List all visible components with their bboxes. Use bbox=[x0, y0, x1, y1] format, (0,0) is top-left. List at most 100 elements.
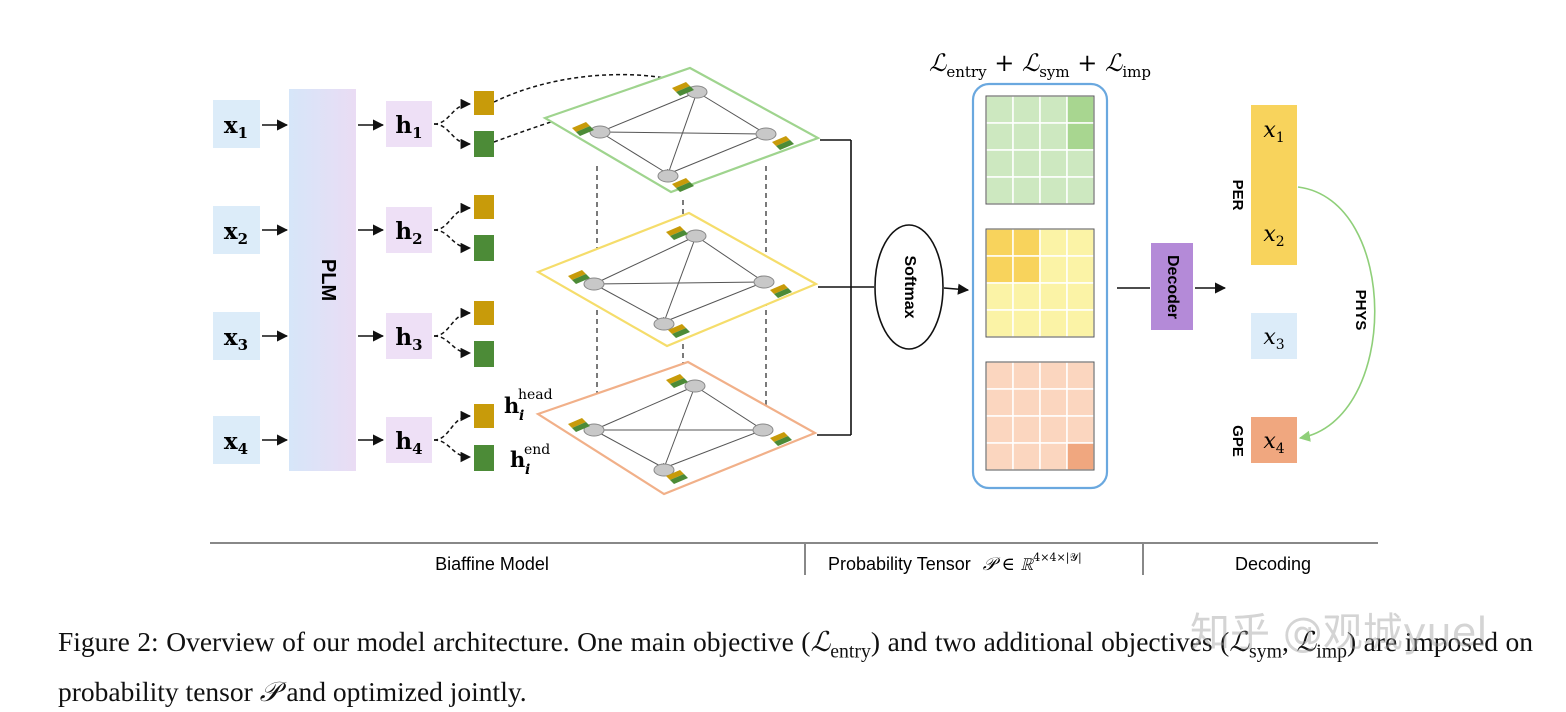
tensor-cell bbox=[1039, 255, 1068, 284]
section-biaffine: Biaffine Model bbox=[435, 554, 549, 574]
tensor-cell bbox=[1039, 442, 1068, 471]
tensor-cell bbox=[1039, 122, 1068, 151]
end-block bbox=[474, 235, 494, 261]
tensor-slice-orange bbox=[985, 361, 1095, 471]
tensor-slice-outline bbox=[985, 228, 1095, 338]
tensor-cell bbox=[1066, 255, 1095, 284]
input-token-x4: x4 bbox=[213, 416, 260, 464]
tensor-cell bbox=[1066, 149, 1095, 178]
svg-text:x3: x3 bbox=[224, 324, 248, 354]
decoder-label: Decoder bbox=[1164, 255, 1181, 319]
head-block bbox=[474, 301, 494, 325]
tensor-slice-outline bbox=[985, 361, 1095, 471]
input-token-x2: x2 bbox=[213, 206, 260, 254]
phys-label: PHYS bbox=[1352, 290, 1369, 331]
end-label: h end i bbox=[510, 442, 550, 478]
tensor-cell bbox=[1066, 228, 1095, 257]
tensor-cell bbox=[1012, 442, 1041, 471]
head-block bbox=[474, 404, 494, 428]
tensor-cell bbox=[1066, 122, 1095, 151]
decoded-entity-gpe: x4 GPE bbox=[1229, 417, 1297, 463]
tensor-cell bbox=[1066, 361, 1095, 390]
end-block bbox=[474, 445, 494, 471]
svg-text:x2: x2 bbox=[224, 218, 248, 248]
svg-text:h: h bbox=[510, 447, 525, 472]
tensor-cell bbox=[985, 176, 1014, 205]
hidden-var: h bbox=[395, 428, 412, 455]
input-arrows bbox=[262, 119, 289, 446]
svg-text:head: head bbox=[518, 387, 553, 403]
tensor-cell bbox=[1012, 388, 1041, 417]
svg-text:h3: h3 bbox=[395, 324, 422, 354]
head-block bbox=[474, 195, 494, 219]
end-block bbox=[474, 131, 494, 157]
tensor-cell bbox=[1039, 361, 1068, 390]
input-token-x1: x1 bbox=[213, 100, 260, 148]
tensor-cell bbox=[1039, 282, 1068, 311]
input-sub: 4 bbox=[238, 440, 248, 458]
tensor-cell bbox=[1012, 149, 1041, 178]
tensor-cell bbox=[1012, 361, 1041, 390]
section-decoding: Decoding bbox=[1235, 554, 1311, 574]
graph-layer-orange bbox=[535, 360, 818, 496]
watermark: 知乎 @观城yuel bbox=[1190, 610, 1488, 656]
layers-to-softmax bbox=[817, 139, 874, 436]
head-end-blocks bbox=[474, 91, 494, 471]
head-label: h head i bbox=[504, 387, 553, 424]
svg-text:i: i bbox=[525, 462, 530, 478]
phys-relation-arrow: PHYS bbox=[1297, 186, 1376, 442]
graph-layer-yellow bbox=[535, 211, 819, 348]
graph-layer-green bbox=[542, 66, 821, 194]
svg-text:i: i bbox=[519, 408, 524, 424]
input-var: x bbox=[224, 112, 238, 139]
tensor-slice-green bbox=[985, 95, 1095, 205]
hidden-state-h1: h1 bbox=[386, 101, 432, 147]
tensor-cell bbox=[985, 361, 1014, 390]
tensor-cell bbox=[1066, 95, 1095, 124]
tensor-cell bbox=[1012, 282, 1041, 311]
caption-figure-number: Figure 2: bbox=[58, 626, 159, 657]
tensor-cell bbox=[985, 309, 1014, 338]
softmax-label: Softmax bbox=[901, 255, 918, 318]
gpe-label: GPE bbox=[1229, 425, 1246, 457]
svg-text:h2: h2 bbox=[395, 218, 422, 248]
svg-text:end: end bbox=[524, 442, 550, 458]
input-sub: 2 bbox=[238, 230, 248, 248]
input-sub: 1 bbox=[238, 124, 248, 142]
tensor-cell bbox=[985, 282, 1014, 311]
decoder-block: Decoder bbox=[1151, 243, 1193, 330]
hidden-state-h2: h2 bbox=[386, 207, 432, 253]
tensor-cell bbox=[1039, 228, 1068, 257]
svg-text:h: h bbox=[504, 393, 519, 418]
decoded-token-x3: x3 bbox=[1251, 313, 1297, 359]
tensor-cell bbox=[985, 122, 1014, 151]
hidden-sub: 1 bbox=[412, 124, 422, 142]
hidden-var: h bbox=[395, 112, 412, 139]
tensor-cell bbox=[1039, 95, 1068, 124]
tensor-cell bbox=[1012, 255, 1041, 284]
tensor-cell bbox=[1066, 388, 1095, 417]
tensor-cell bbox=[1066, 176, 1095, 205]
tensor-cell bbox=[985, 149, 1014, 178]
tensor-cell bbox=[985, 255, 1014, 284]
tensor-cell bbox=[1066, 415, 1095, 444]
hidden-sub: 3 bbox=[412, 336, 422, 354]
input-var: x bbox=[224, 324, 238, 351]
svg-text:h1: h1 bbox=[395, 112, 422, 142]
tensor-cell bbox=[985, 95, 1014, 124]
svg-text:x2: x2 bbox=[1263, 222, 1284, 250]
head-block bbox=[474, 91, 494, 115]
hidden-state-h3: h3 bbox=[386, 313, 432, 359]
svg-text:x4: x4 bbox=[1263, 429, 1284, 457]
tensor-cell bbox=[1012, 122, 1041, 151]
tensor-cell bbox=[985, 228, 1014, 257]
tensor-cell bbox=[1066, 282, 1095, 311]
input-token-x3: x3 bbox=[213, 312, 260, 360]
softmax-node: Softmax bbox=[874, 224, 944, 350]
probability-tensor bbox=[971, 82, 1109, 490]
tensor-slice-outline bbox=[985, 95, 1095, 205]
hidden-var: h bbox=[395, 324, 412, 351]
tensor-cell bbox=[1039, 388, 1068, 417]
